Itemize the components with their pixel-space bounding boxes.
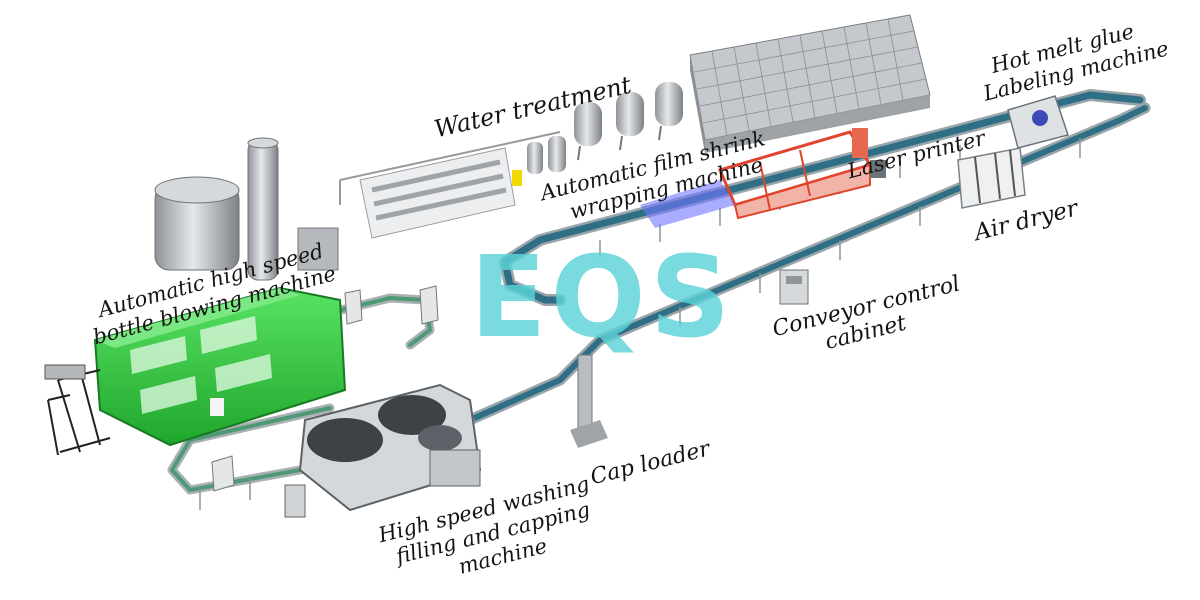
bottle-blowing-machine	[44, 286, 347, 456]
water-storage-tank-grid	[689, 14, 931, 153]
conveyor-lines	[167, 89, 1151, 495]
conveyor-control-cabinet	[779, 269, 809, 305]
film-shrink-wrapping-machine	[640, 128, 873, 228]
washing-filling-capping-machine	[284, 383, 482, 518]
laser-printer-unit	[870, 160, 886, 178]
eqs-watermark: EQS	[470, 233, 735, 363]
labeling-machine	[1007, 95, 1069, 149]
preform-storage-tanks	[154, 137, 279, 281]
support-stands	[211, 285, 439, 492]
water-treatment-equipment	[297, 82, 683, 271]
air-dryer-machine	[957, 147, 1026, 209]
cap-loader	[570, 354, 608, 448]
